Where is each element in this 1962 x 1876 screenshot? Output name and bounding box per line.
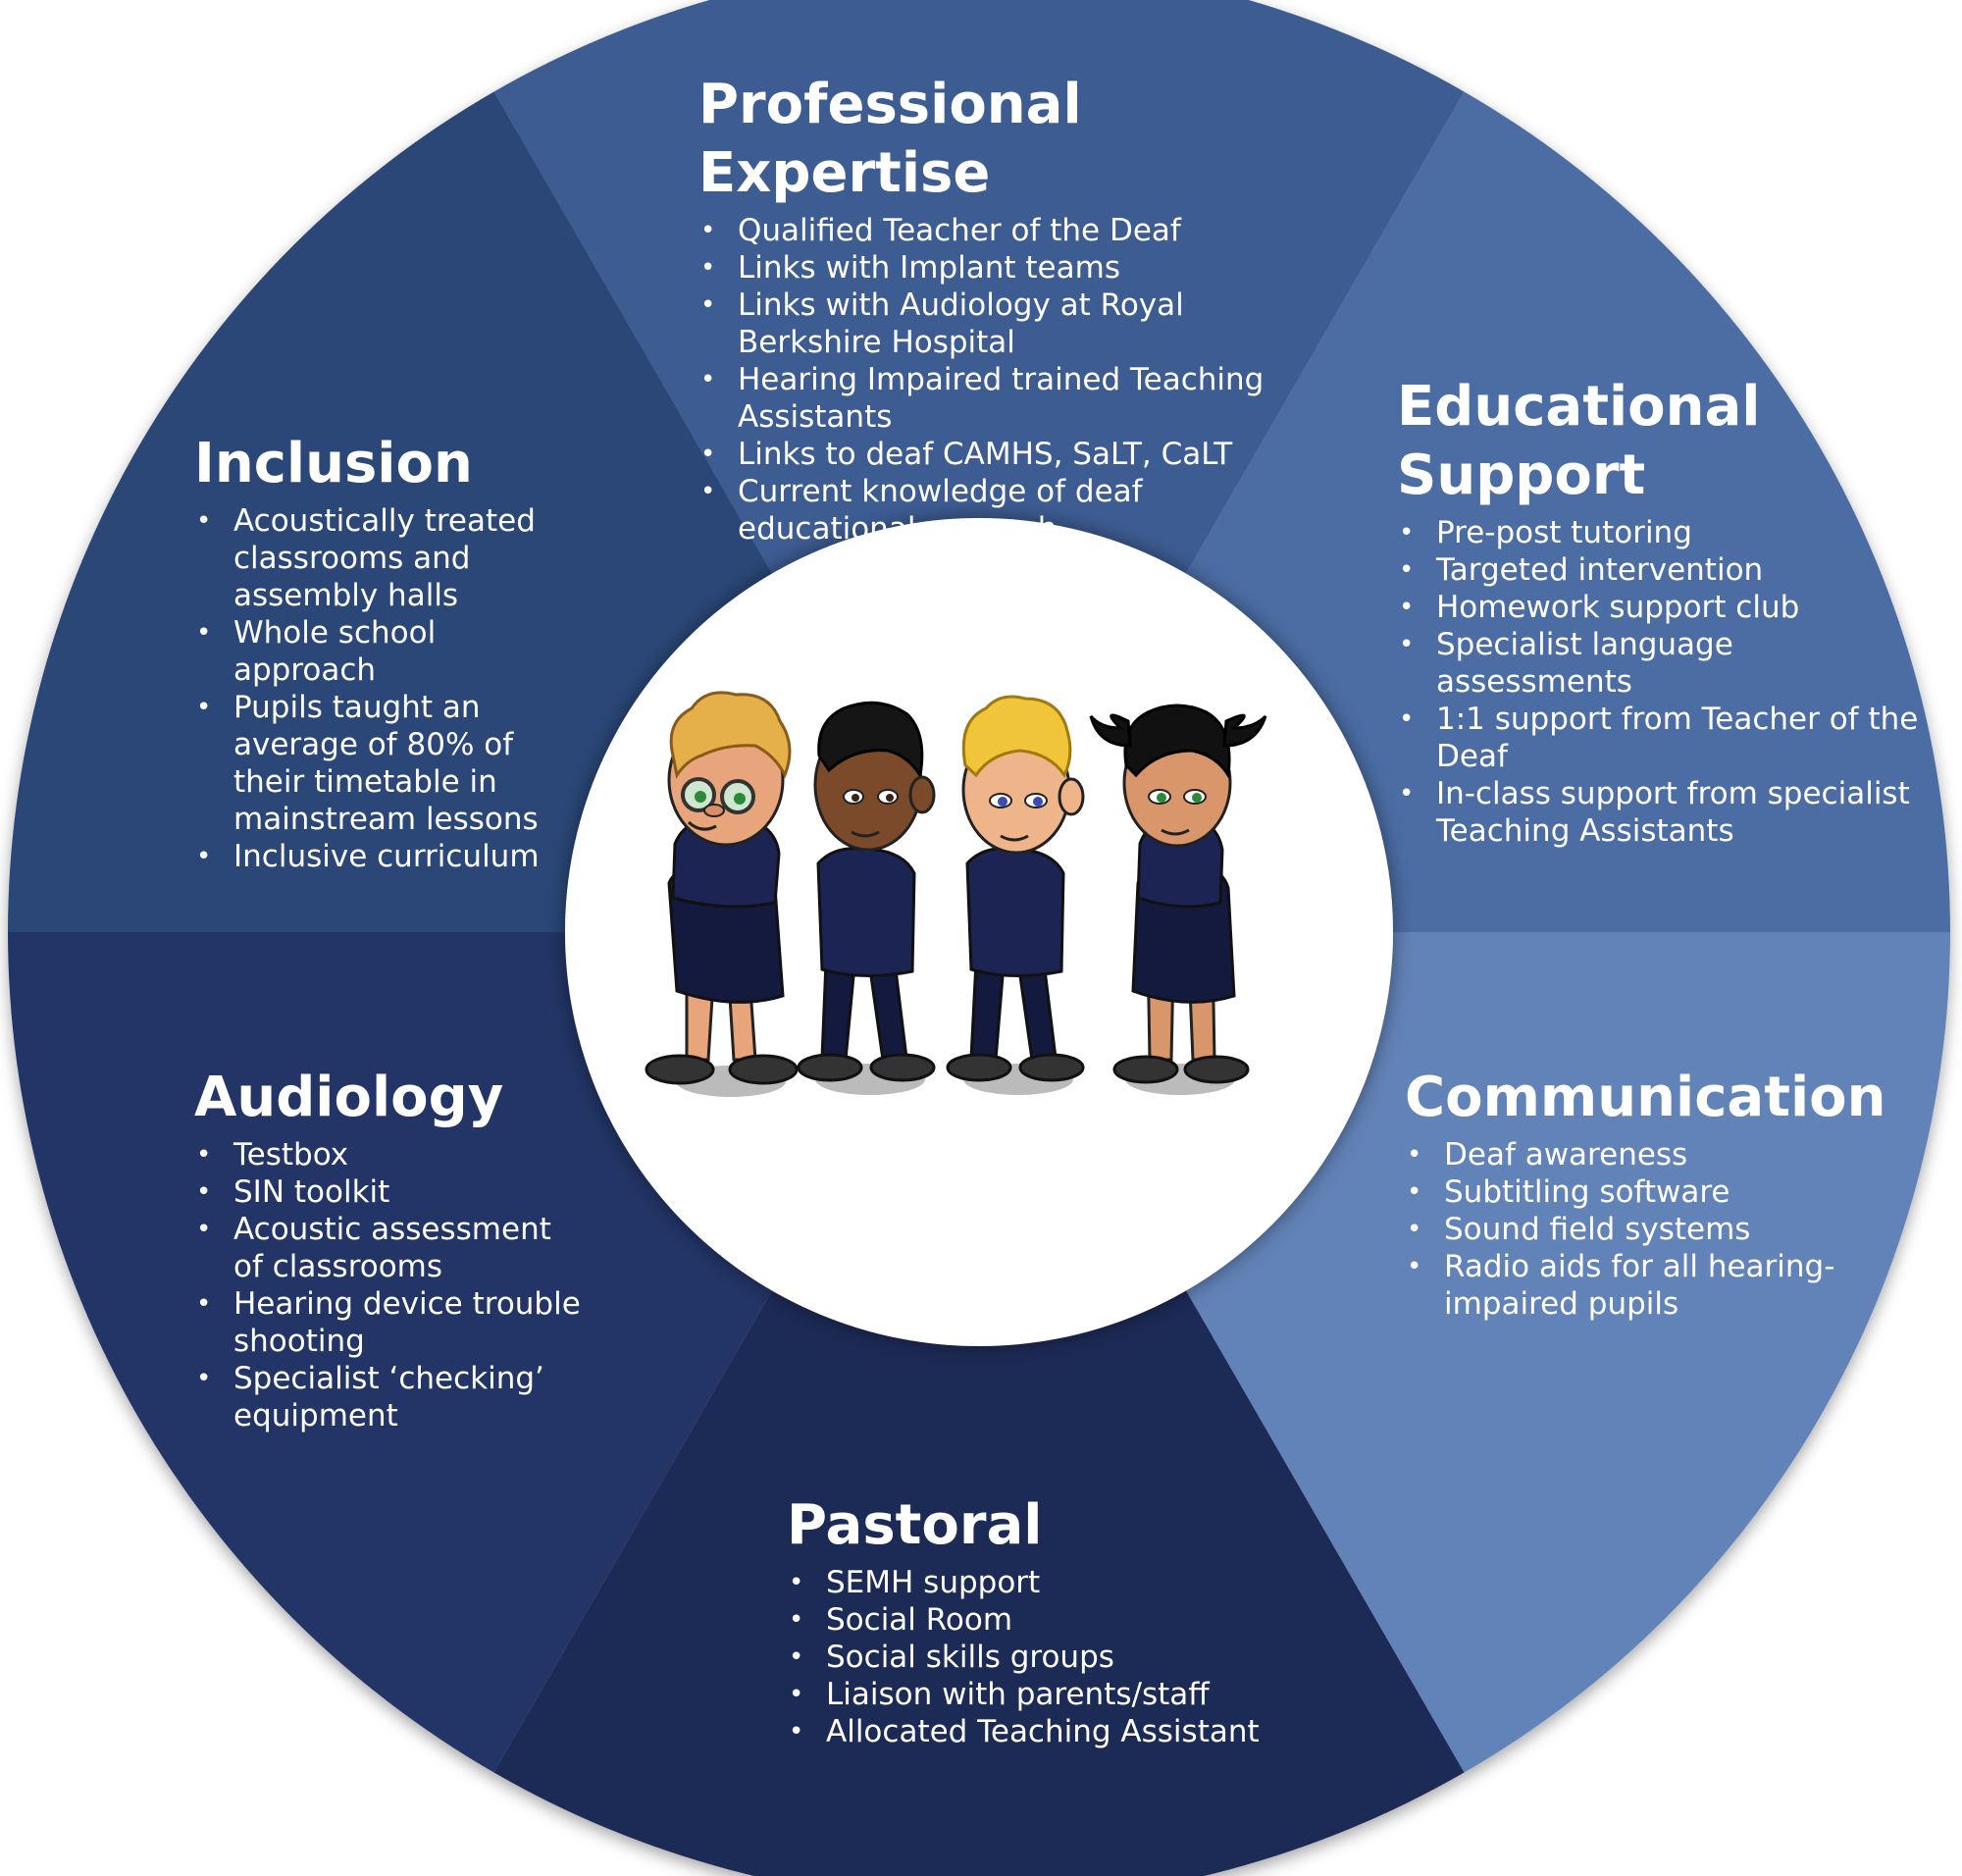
student-boy-dark-hair [797, 701, 936, 1082]
list-item: Whole school approach [194, 614, 567, 689]
list-item: SEMH support [787, 1564, 1336, 1601]
list-item: Links to deaf CAMHS, SaLT, CaLT [698, 436, 1326, 473]
list-item: Pre-post tutoring [1397, 514, 1927, 551]
student-boy-blond [946, 695, 1085, 1082]
segment-title: Professional Expertise [698, 73, 1082, 205]
list-item: Acoustic assessment of classrooms [194, 1211, 587, 1285]
segment-list: Pre-post tutoringTargeted interventionHo… [1397, 514, 1927, 850]
list-item: Sound field systems [1405, 1211, 1915, 1248]
list-item: Social Room [787, 1601, 1336, 1639]
list-item: Targeted intervention [1397, 551, 1927, 589]
cartoon-students-illustration [645, 691, 1267, 1097]
segment-educational-support: Educational Support Pre-post tutoringTar… [1397, 373, 1927, 850]
segment-inclusion: Inclusion Acoustically treated classroom… [194, 430, 567, 875]
list-item: Social skills groups [787, 1639, 1336, 1676]
list-item: Radio aids for all hearing-impaired pupi… [1405, 1248, 1915, 1323]
list-item: Testbox [194, 1136, 587, 1173]
list-item: Specialist ‘checking’ equipment [194, 1360, 587, 1434]
list-item: 1:1 support from Teacher of the Deaf [1397, 701, 1927, 775]
list-item: Inclusive curriculum [194, 838, 567, 875]
segment-list: Deaf awarenessSubtitling softwareSound f… [1405, 1136, 1915, 1323]
segment-list: Acoustically treated classrooms and asse… [194, 502, 567, 875]
list-item: Links with Audiology at Royal Berkshire … [698, 287, 1326, 361]
segment-professional-expertise: Professional Expertise Qualified Teacher… [698, 71, 1326, 547]
segment-title: Audiology [194, 1066, 504, 1129]
list-item: Specialist language assessments [1397, 626, 1927, 701]
list-item: Qualified Teacher of the Deaf [698, 212, 1326, 249]
segment-title: Communication [1405, 1066, 1886, 1129]
list-item: Deaf awareness [1405, 1136, 1915, 1173]
segment-audiology: Audiology TestboxSIN toolkitAcoustic ass… [194, 1064, 587, 1434]
segment-list: TestboxSIN toolkitAcoustic assessment of… [194, 1136, 587, 1434]
list-item: Pupils taught an average of 80% of their… [194, 689, 567, 838]
list-item: Hearing Impaired trained Teaching Assist… [698, 361, 1326, 436]
student-girl-pigtails [1089, 704, 1267, 1084]
list-item: SIN toolkit [194, 1173, 587, 1211]
list-item: Hearing device trouble shooting [194, 1285, 587, 1360]
segment-list: SEMH supportSocial RoomSocial skills gro… [787, 1564, 1336, 1750]
list-item: In-class support from specialist Teachin… [1397, 775, 1927, 850]
segment-title: Pastoral [787, 1493, 1043, 1557]
list-item: Acoustically treated classrooms and asse… [194, 502, 567, 614]
list-item: Links with Implant teams [698, 249, 1326, 287]
list-item: Homework support club [1397, 589, 1927, 626]
segment-pastoral: Pastoral SEMH supportSocial RoomSocial s… [787, 1491, 1336, 1750]
segment-list: Qualified Teacher of the DeafLinks with … [698, 212, 1326, 547]
segment-title: Inclusion [194, 432, 473, 495]
list-item: Liaison with parents/staff [787, 1676, 1336, 1713]
list-item: Allocated Teaching Assistant [787, 1713, 1336, 1750]
segment-communication: Communication Deaf awarenessSubtitling s… [1405, 1064, 1915, 1323]
student-girl-glasses [645, 691, 799, 1085]
list-item: Current knowledge of deaf educational re… [698, 473, 1326, 547]
segment-title: Educational Support [1397, 375, 1761, 507]
list-item: Subtitling software [1405, 1173, 1915, 1211]
